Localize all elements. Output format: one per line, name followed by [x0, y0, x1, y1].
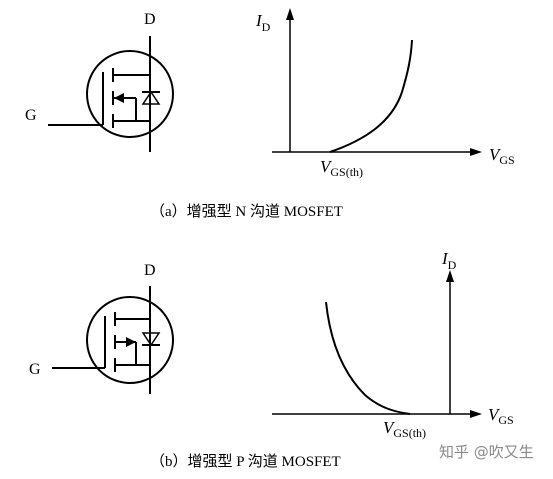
drain-label-top: D: [144, 11, 156, 28]
gate-label-bottom: G: [29, 361, 41, 378]
body-diode-bottom: [141, 332, 161, 347]
x-axis-sub-bottom: GS: [498, 413, 513, 427]
p-channel-graph: ID VGS VGS(th): [272, 249, 514, 440]
threshold-sub-bottom: GS(th): [393, 426, 426, 440]
caption-top: （a）增强型 N 沟道 MOSFET: [150, 203, 343, 220]
svg-text:ID: ID: [441, 249, 457, 272]
svg-text:VGS(th): VGS(th): [383, 418, 426, 440]
transfer-curve-top: [329, 39, 413, 153]
threshold-var-top: V: [320, 157, 333, 176]
body-diode-top: [141, 90, 161, 105]
transfer-curve-bottom: [325, 301, 411, 415]
p-channel-symbol: D G: [29, 262, 174, 394]
watermark: 知乎 @吹又生: [439, 443, 534, 461]
threshold-var-bottom: V: [383, 418, 396, 437]
x-axis-sub-top: GS: [499, 153, 514, 167]
x-axis-var-bottom: V: [488, 405, 501, 424]
y-axis-sub-top: D: [262, 20, 271, 34]
svg-text:VGS: VGS: [488, 405, 514, 427]
threshold-sub-top: GS(th): [330, 165, 363, 179]
y-axis-sub-bottom: D: [448, 258, 457, 272]
y-axis-var-top: I: [255, 11, 263, 30]
body-arrow-bottom: [126, 337, 136, 347]
n-channel-symbol: D G: [25, 11, 174, 152]
caption-bottom: （b）增强型 P 沟道 MOSFET: [150, 453, 341, 470]
gate-label-top: G: [25, 107, 37, 124]
x-axis-var-top: V: [489, 145, 502, 164]
svg-text:VGS: VGS: [489, 145, 515, 167]
svg-text:ID: ID: [255, 11, 271, 34]
y-axis-var-bottom: I: [441, 249, 449, 268]
svg-text:VGS(th): VGS(th): [320, 157, 363, 179]
n-channel-graph: ID VGS VGS(th): [255, 8, 515, 179]
drain-label-bottom: D: [144, 262, 156, 279]
body-arrow-top: [114, 93, 124, 103]
